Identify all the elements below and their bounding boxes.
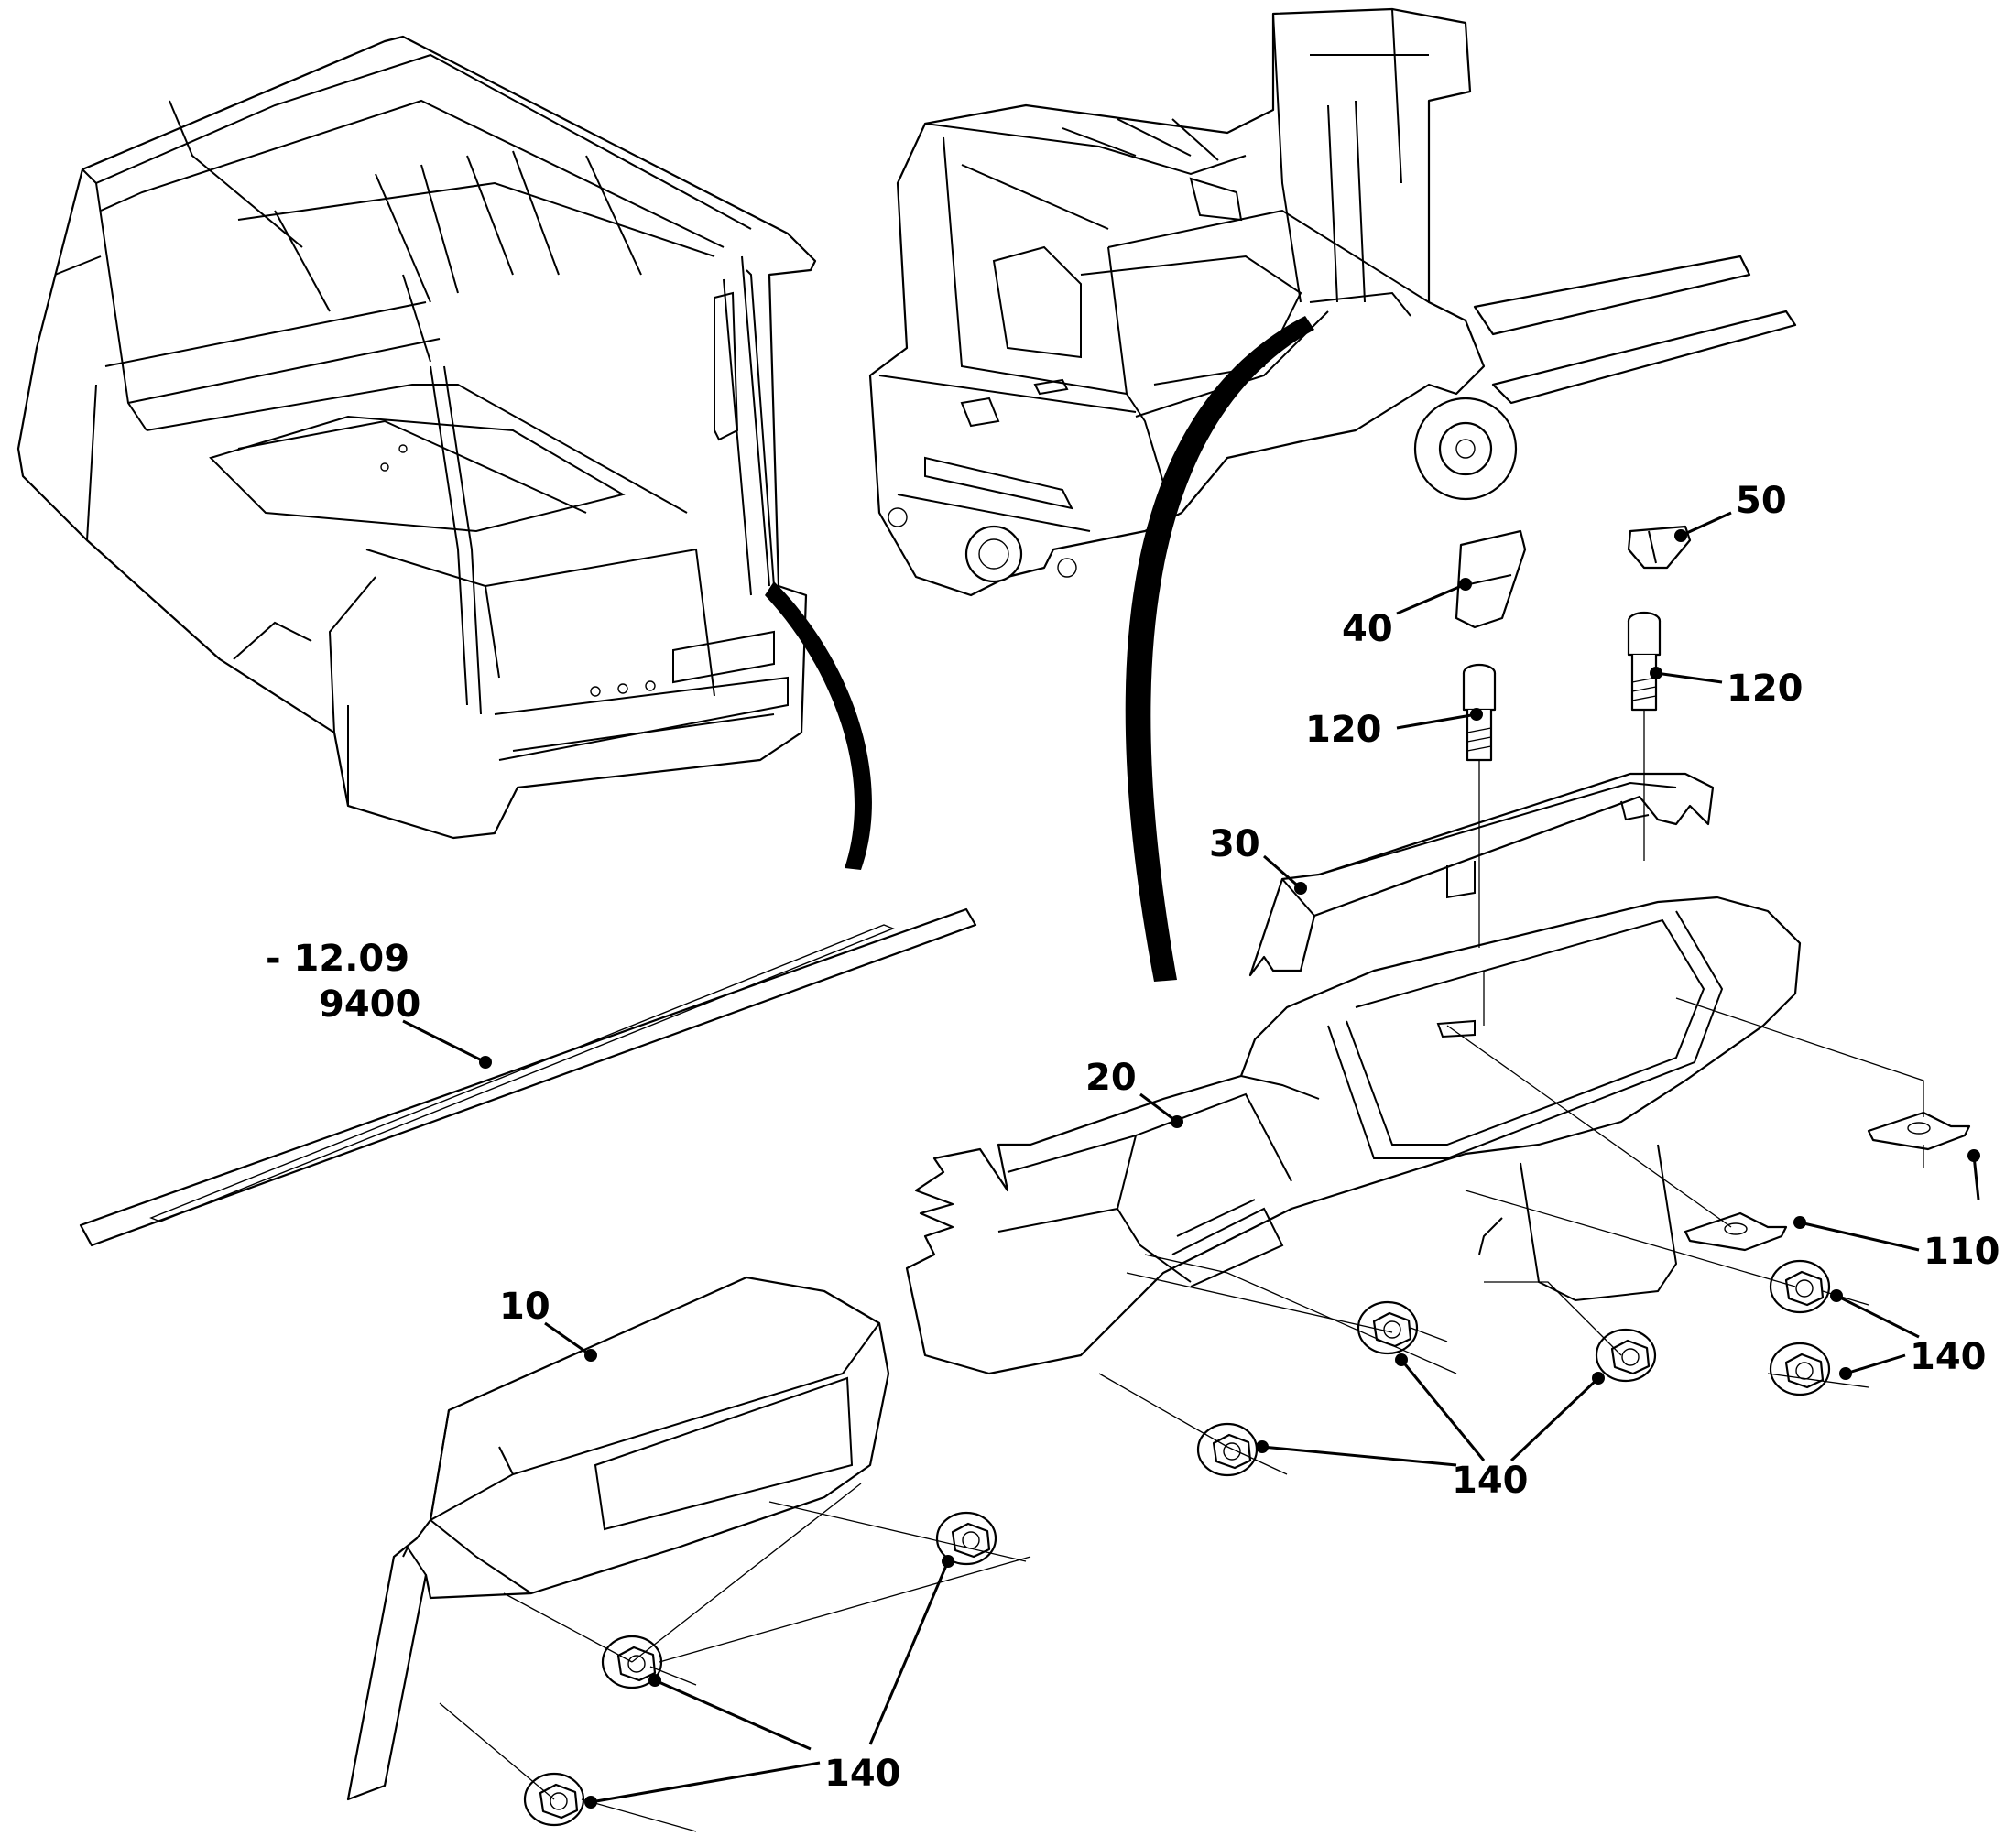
part-20-main-cover: [905, 896, 1802, 1375]
nut-140-d: [1769, 1259, 1831, 1314]
part-9400-strip: [79, 907, 977, 1247]
detail-arc-right: [1125, 316, 1314, 982]
nut-140-a: [1196, 1422, 1259, 1477]
callout-9400: 9400: [319, 983, 420, 1026]
callout-140-top-right: 140: [1910, 1336, 1987, 1378]
callout-10: 10: [499, 1286, 550, 1328]
part-120-bolt-right: [1627, 611, 1662, 712]
callout-140-middle: 140: [1452, 1460, 1529, 1502]
overhead-guard-cab: [16, 35, 817, 840]
detail-arc-left: [765, 581, 872, 870]
callout-50: 50: [1736, 480, 1787, 522]
callout-120-right: 120: [1727, 668, 1804, 710]
callout-30: 30: [1209, 823, 1260, 865]
callout-110: 110: [1923, 1231, 2000, 1273]
part-10-lower-cover: [346, 1276, 890, 1801]
assembly-guide-lines: [439, 710, 1924, 1832]
callout-120-left: 120: [1305, 709, 1382, 751]
callout-20: 20: [1085, 1057, 1137, 1099]
part-30-top-cover: [1248, 772, 1715, 977]
part-110-clips: [1684, 1111, 1971, 1252]
nut-140-b: [1357, 1300, 1419, 1355]
forklift-truck: [868, 7, 1797, 597]
nut-140-c: [1595, 1328, 1657, 1383]
nut-140-e: [1769, 1342, 1831, 1396]
callout-9400-date: - 12.09: [266, 938, 409, 980]
callout-140-bottom: 140: [824, 1753, 901, 1795]
part-120-bolt-left: [1462, 663, 1497, 762]
callout-40: 40: [1342, 608, 1393, 650]
leader-lines: [402, 511, 1980, 1809]
callout-labels: - 12.09 9400 10 20 30 40 50 120 120 110 …: [266, 480, 2000, 1795]
